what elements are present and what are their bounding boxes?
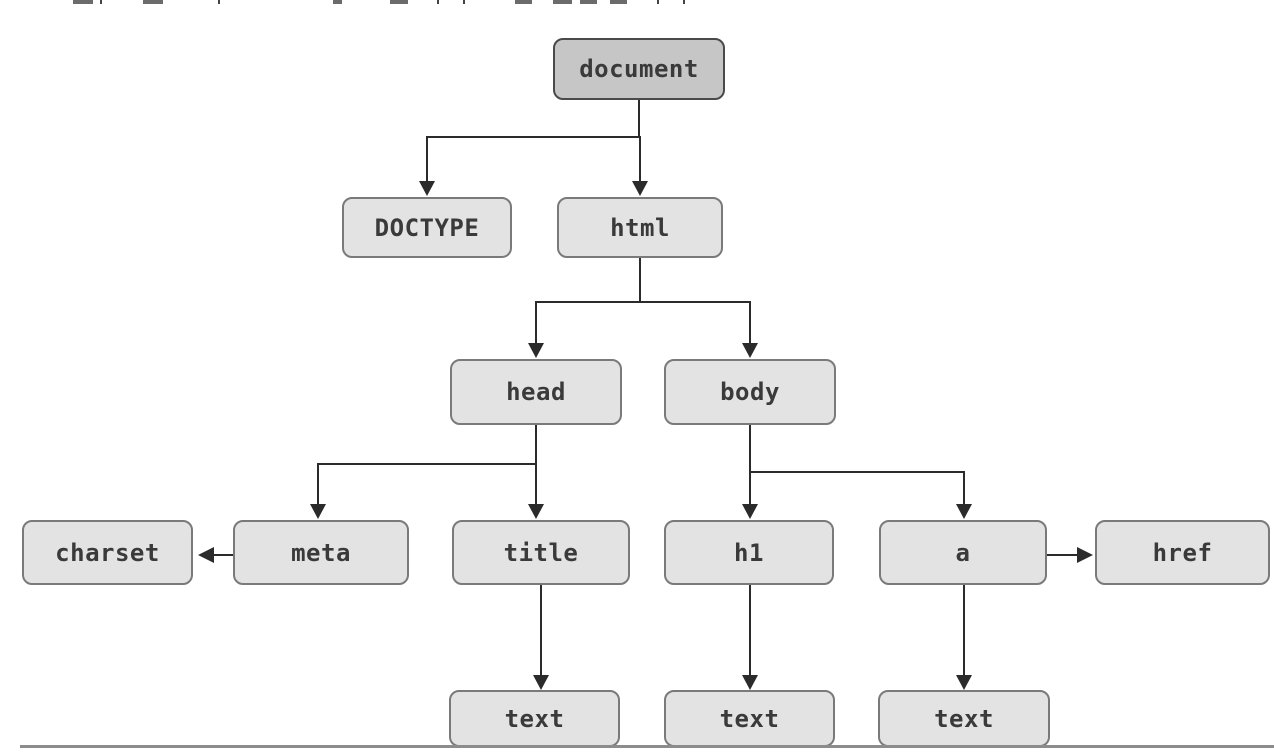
node-label: meta <box>291 538 351 567</box>
node-text-title: text <box>449 690 620 747</box>
clipped-glyph <box>390 0 408 4</box>
node-text-a: text <box>878 690 1050 747</box>
edge-body-stem <box>749 425 751 472</box>
arrowhead-text-title <box>533 675 549 690</box>
node-label: text <box>504 704 565 733</box>
node-html: html <box>557 197 723 258</box>
edge-head-meta <box>317 464 319 504</box>
node-label: text <box>719 704 780 733</box>
arrowhead-head <box>528 343 544 358</box>
edge-a-href <box>1047 554 1079 556</box>
edge-body-a <box>963 472 965 504</box>
clipped-glyph <box>610 0 627 4</box>
clipped-glyph <box>553 0 572 4</box>
node-meta: meta <box>233 520 409 585</box>
node-label: DOCTYPE <box>374 213 480 242</box>
arrowhead-charset <box>198 547 214 563</box>
arrowhead-html <box>632 181 648 196</box>
edge-document-html <box>639 137 641 181</box>
node-text-h1: text <box>664 690 835 747</box>
node-a: a <box>879 520 1047 585</box>
node-label: h1 <box>734 538 764 567</box>
clipped-glyph <box>580 0 597 4</box>
edge-document-doctype <box>426 137 428 181</box>
arrowhead-meta <box>310 504 326 519</box>
arrowhead-doctype <box>419 181 435 196</box>
node-label: text <box>934 704 994 733</box>
arrowhead-text-a <box>956 675 972 690</box>
edge-body-branch <box>749 471 965 473</box>
arrowhead-href <box>1077 547 1093 563</box>
node-label: a <box>955 538 971 567</box>
node-label: charset <box>55 538 160 567</box>
edge-meta-charset <box>214 554 236 556</box>
node-label: html <box>610 213 670 242</box>
edge-head-title <box>535 464 537 504</box>
node-label: body <box>720 378 780 406</box>
node-head: head <box>450 359 622 425</box>
clipped-glyph <box>515 0 532 4</box>
arrowhead-title <box>528 504 544 519</box>
edge-body-h1 <box>749 472 751 504</box>
node-body: body <box>664 359 836 425</box>
node-label: href <box>1152 538 1213 567</box>
arrowhead-a <box>956 504 972 519</box>
node-title: title <box>452 520 630 585</box>
node-href: href <box>1095 520 1270 585</box>
page-bottom-rule <box>20 745 1274 748</box>
arrowhead-text-h1 <box>742 675 758 690</box>
clipped-glyph <box>333 0 342 4</box>
clipped-glyph <box>100 0 102 4</box>
edge-document-branch <box>426 136 641 138</box>
edge-a-text <box>963 585 965 675</box>
arrowhead-body <box>742 343 758 358</box>
node-charset: charset <box>22 520 193 585</box>
clipped-glyph <box>657 0 659 4</box>
edge-head-stem <box>535 425 537 464</box>
clipped-glyph <box>73 0 93 4</box>
node-document: document <box>553 38 725 100</box>
clipped-glyph <box>437 0 439 4</box>
edge-head-branch <box>317 463 537 465</box>
clipped-glyph <box>683 0 685 4</box>
edge-title-text <box>540 585 542 675</box>
edge-html-branch <box>535 301 751 303</box>
node-h1: h1 <box>664 520 834 585</box>
node-label: head <box>506 378 566 406</box>
edge-document-stem <box>638 100 640 137</box>
clipped-glyph <box>143 0 163 4</box>
clipped-glyph <box>218 0 220 4</box>
node-label: title <box>503 538 579 567</box>
node-doctype: DOCTYPE <box>342 197 512 258</box>
edge-html-body <box>749 302 751 343</box>
edge-html-head <box>535 302 537 343</box>
clipped-glyph <box>463 0 465 4</box>
arrowhead-h1 <box>742 504 758 519</box>
edge-h1-text <box>749 585 751 675</box>
node-label: document <box>579 55 699 83</box>
edge-html-stem <box>639 258 641 302</box>
